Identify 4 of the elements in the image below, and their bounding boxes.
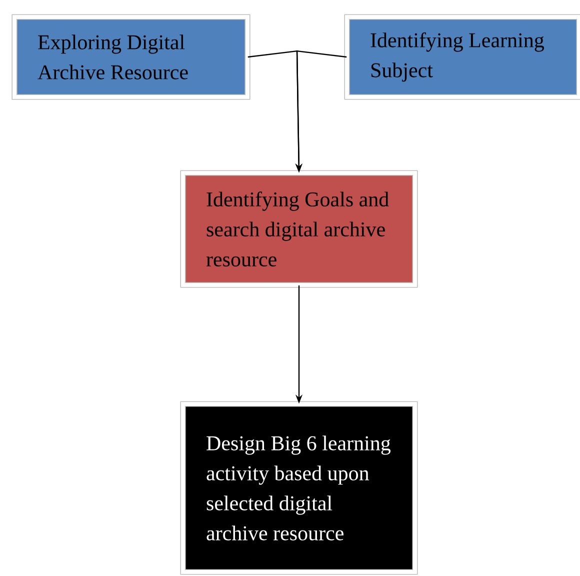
process-box: Identifying Goals and search digital archive resource [180,170,418,288]
process-box: Exploring Digital Archive Resource [12,14,250,100]
process-box: Identifying Learning Subject [344,14,580,100]
process-box: Design Big 6 learning activity based upon selected digital archive resource [180,401,418,575]
